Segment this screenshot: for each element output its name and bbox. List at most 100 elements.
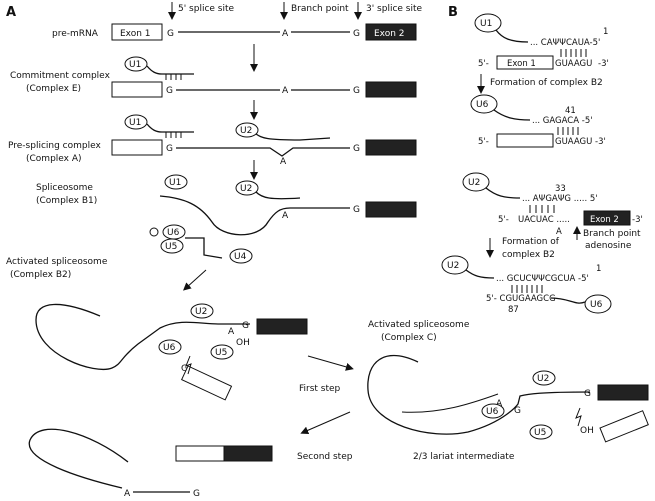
second-step-label: Second step — [297, 452, 353, 462]
exon1-label-b: Exon 1 — [507, 59, 536, 69]
first-step-label: First step — [299, 384, 341, 394]
commitment-label-2: (Complex E) — [26, 84, 81, 94]
u1-label-e: U1 — [129, 60, 141, 70]
a-product: A — [124, 489, 131, 499]
a-b1: A — [282, 211, 289, 221]
a-branch: A — [282, 29, 289, 39]
mrna-3p-b1: -3' — [598, 59, 609, 69]
activated-b2-label-2: (Complex B2) — [10, 270, 71, 280]
u2-label-c: U2 — [537, 374, 549, 384]
exon1-ligated — [175, 445, 225, 462]
u5-loop-b1 — [149, 227, 159, 237]
u6-label-b1: U6 — [167, 228, 180, 238]
mrna-3p-b3: -3' — [632, 215, 643, 225]
lightning-b2 — [185, 355, 192, 375]
branch-point-b-2: adenosine — [585, 241, 632, 251]
u5-snrnp-c — [529, 424, 553, 440]
u6-bottom-num: 87 — [508, 305, 519, 315]
u6-label-b2: U6 — [163, 343, 176, 353]
u1-snrnp-b — [474, 13, 502, 33]
u2-snrnp-c — [532, 370, 556, 386]
u2-num: 33 — [555, 184, 566, 194]
three-ss-label: 3' splice site — [366, 4, 423, 14]
exon1-box-b2b — [496, 133, 554, 148]
exon1-box-b2 — [180, 365, 233, 401]
u2u6-pairs — [511, 285, 543, 293]
u2-strand-b-bottom — [465, 269, 495, 279]
five-ss-label: 5' splice site — [178, 4, 235, 14]
exon1-box-e — [111, 81, 163, 98]
a-e: A — [282, 86, 289, 96]
branch-seq: UACUAC ..... — [518, 215, 570, 225]
u2-label-b-bottom: U2 — [447, 261, 459, 271]
u6-label-b: U6 — [476, 100, 489, 110]
mrna-5p-b3: 5'- — [498, 215, 509, 225]
spliceosome-label-2: (Complex B1) — [36, 196, 97, 206]
g-3ss: G — [353, 29, 360, 39]
u2-strand-b — [485, 187, 521, 199]
u2-label-b: U2 — [468, 178, 480, 188]
exon2-box-b2 — [256, 318, 308, 335]
formation-b2-2b: complex B2 — [502, 250, 555, 260]
u1-strand-b — [495, 29, 529, 43]
g5-b2: G — [181, 364, 188, 374]
exon1-box-c — [599, 410, 649, 443]
u2-snrnp-a — [235, 122, 259, 138]
intron-b2 — [35, 303, 250, 370]
exon2-box-b — [583, 210, 631, 226]
g-5ss: G — [167, 29, 174, 39]
u1-pairing-a — [165, 132, 182, 138]
u1-snrnp-b1 — [164, 174, 188, 190]
u1-pairs-b — [560, 49, 587, 57]
u6-snrnp-b2 — [158, 339, 182, 355]
presplicing-label-1: Pre-splicing complex — [8, 141, 101, 151]
u5-label-b1: U5 — [165, 242, 177, 252]
g-product: G — [193, 489, 200, 499]
exon2-box-b1 — [365, 201, 417, 218]
u1-snrnp-a — [124, 114, 148, 130]
u4-snrnp-b1 — [229, 248, 253, 264]
g3-b2: G — [242, 321, 249, 331]
u6-strand-b-bottom — [550, 297, 586, 304]
lariat-c — [367, 355, 591, 435]
u6-strand-c — [401, 393, 499, 413]
u2-strand-b1 — [255, 191, 301, 200]
u2-strand-a — [255, 133, 331, 141]
intron-b1 — [159, 195, 350, 236]
exon2-box — [365, 23, 417, 41]
u1-seq: ... CAΨΨCAUA-5' — [530, 38, 600, 48]
u5-snrnp-b1 — [160, 238, 184, 254]
u2u6-seq: ... GCUCΨΨCGCUA -5' — [496, 274, 589, 284]
u6-pairs-b — [557, 127, 579, 135]
g-a: G — [166, 144, 173, 154]
exon2-box-a — [365, 139, 417, 156]
u5-label-c: U5 — [534, 428, 546, 438]
formation-b2-2a: Formation of — [502, 237, 560, 247]
u2-snrnp-b-bottom — [441, 255, 469, 275]
exon2-box-c — [597, 384, 649, 401]
u4-label-b1: U4 — [234, 252, 247, 262]
u2-seq: ... AΨGAΨG ..... 5' — [522, 194, 598, 204]
g-c: G — [514, 406, 521, 416]
u2u6-num: 1 — [596, 264, 601, 274]
exon1-box-a — [111, 139, 163, 156]
lightning-c — [575, 407, 582, 427]
intron-a — [176, 147, 350, 157]
u2-snrnp-b2 — [190, 303, 214, 319]
u6-num: 41 — [565, 106, 576, 116]
lariat-product — [28, 428, 129, 489]
activated-c-label-2: (Complex C) — [381, 333, 437, 343]
arrow-second-step — [300, 411, 351, 435]
u2-pairs-b — [529, 205, 555, 213]
branch-point-label: Branch point — [291, 4, 349, 14]
mrna-5p-b1: 5'- — [478, 59, 489, 69]
u1-strand-e — [146, 65, 194, 75]
u1-num: 1 — [603, 27, 608, 37]
activated-b2-label-1: Activated spliceosome — [6, 257, 108, 267]
g3-e: G — [353, 86, 360, 96]
u6-seq: ... GAGACA -5' — [532, 116, 593, 126]
g3-b1: G — [353, 205, 360, 215]
g-e: G — [166, 86, 173, 96]
exon1-box — [111, 23, 163, 41]
u6-snrnp-b — [470, 94, 498, 114]
